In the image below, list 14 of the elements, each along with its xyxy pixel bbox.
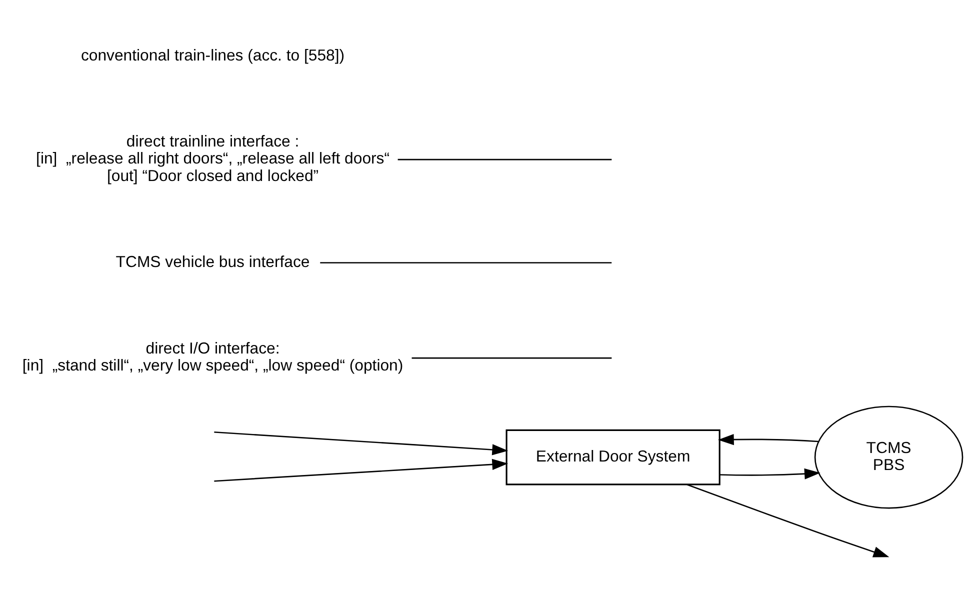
arrow <box>686 484 889 558</box>
connector <box>411 357 612 359</box>
node-text: direct I/O interface: [in] „stand still“, „very low speed“, „low speed“ (option) <box>22 340 403 375</box>
connector <box>397 158 612 160</box>
label: conventional train-lines (acc. to [558]) <box>80 47 344 64</box>
node-ellipse: TCMS PBS <box>814 406 963 509</box>
node-text: direct trainline interface : [in] „release all right doors“, „release all left doors“ [out] “Door closed and locked” <box>36 133 390 185</box>
arrow <box>214 431 508 456</box>
node-text: TCMS vehicle bus interface <box>115 254 310 271</box>
node-box: External Door System <box>505 429 720 486</box>
arrow <box>719 468 820 480</box>
arrow <box>214 458 508 482</box>
connector <box>320 262 612 264</box>
arrow <box>717 434 818 446</box>
